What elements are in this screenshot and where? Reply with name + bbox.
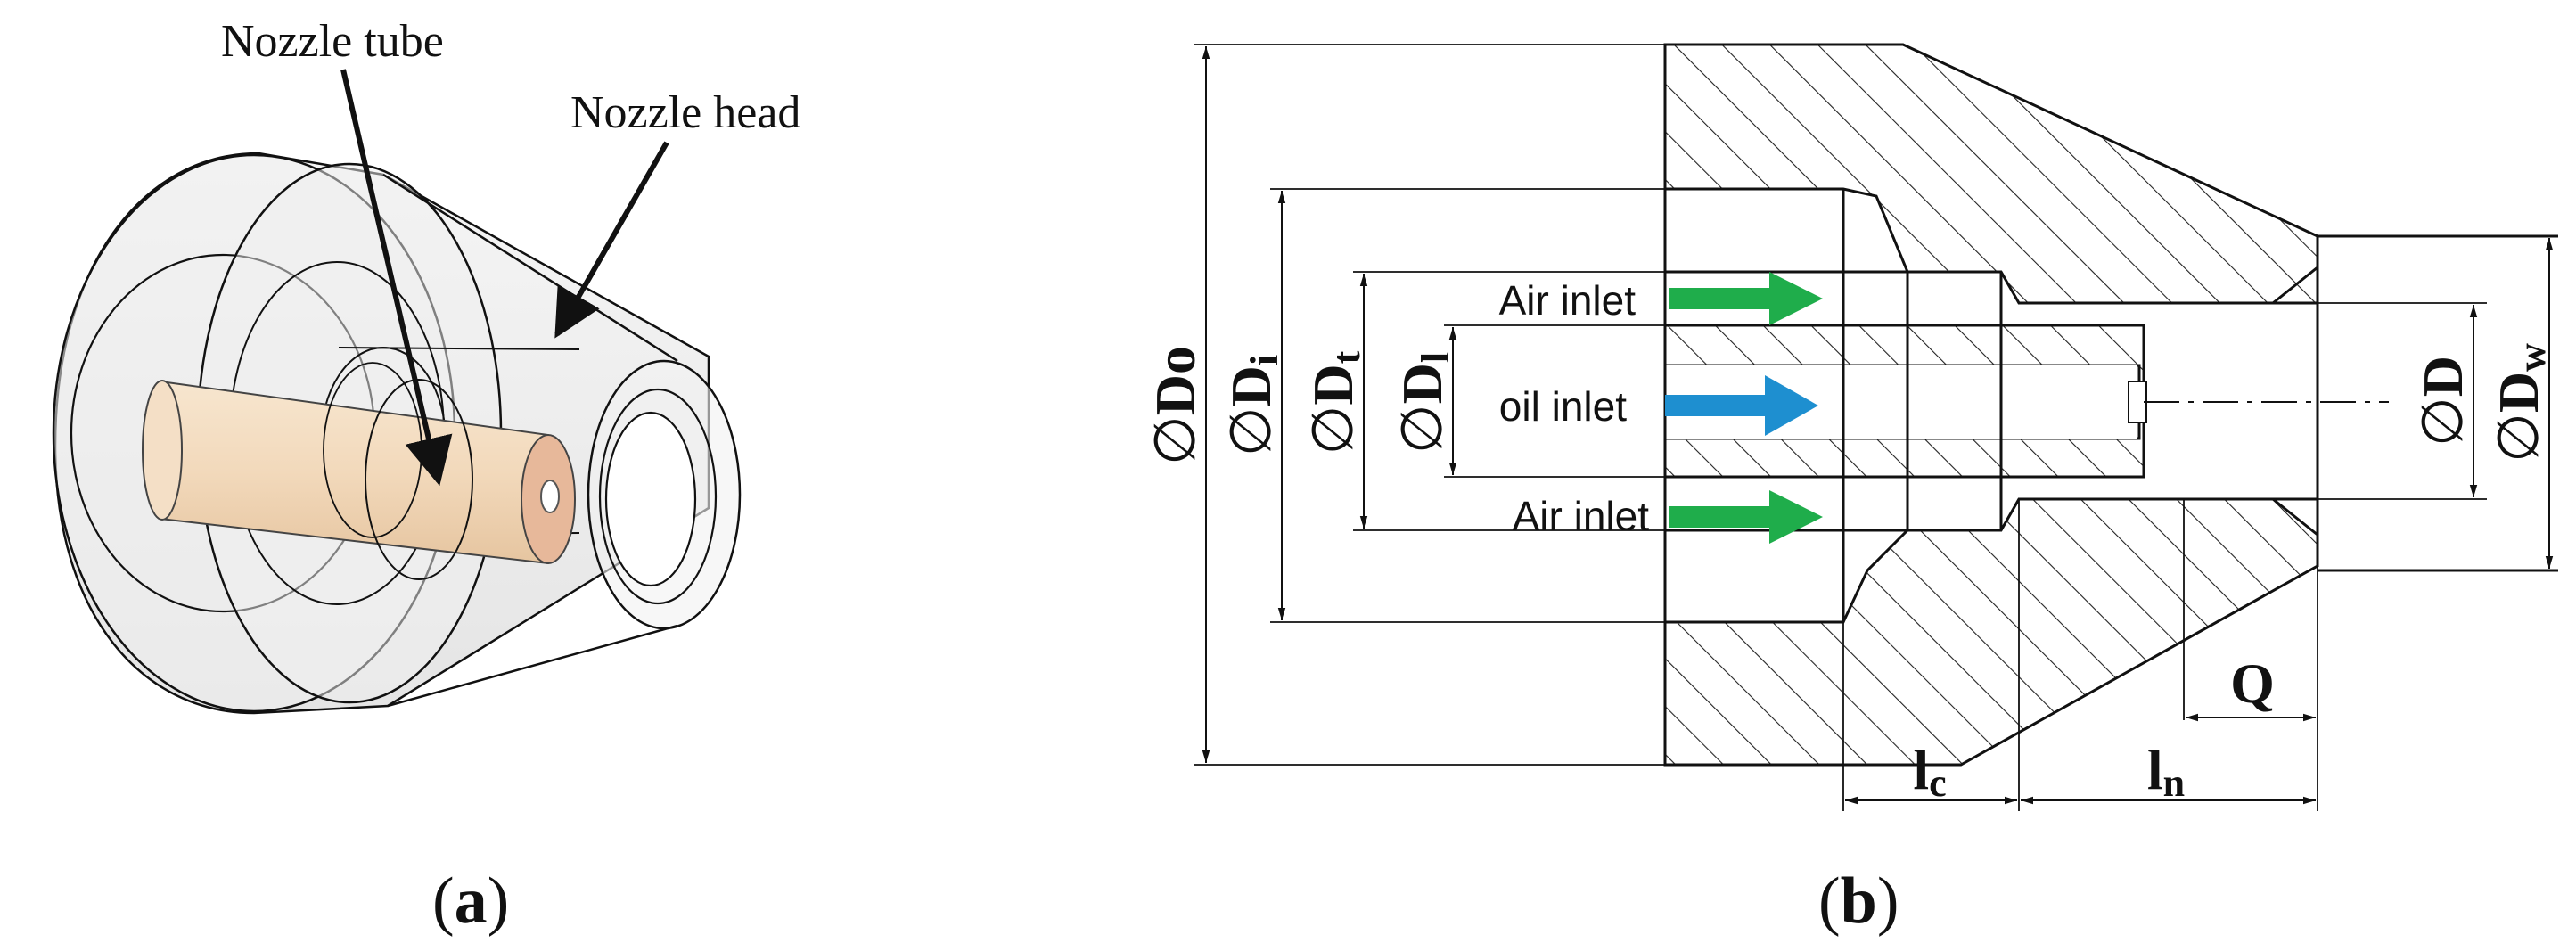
air-inlet-top-label: Air inlet — [1499, 277, 1637, 324]
dim-Do-label: ∅Do — [1144, 346, 1207, 465]
dim-Di-label: ∅Di — [1219, 355, 1286, 456]
dim-Dl-label: ∅Dl — [1391, 352, 1457, 454]
dim-Di-sub: i — [1243, 355, 1286, 365]
dim-D-label: ∅D — [2411, 356, 2474, 447]
dim-D-base: D — [2411, 356, 2474, 397]
air-arrow-bottom — [1669, 490, 1823, 544]
dim-ln-base: l — [2147, 738, 2163, 801]
dim-Do-base: D — [1144, 374, 1207, 415]
lower-section-hatch — [1663, 497, 2319, 767]
dim-Dl-sym: ∅ — [1391, 404, 1454, 454]
dim-Dw-base: D — [2487, 372, 2550, 413]
dim-ln-label: ln — [2147, 738, 2185, 805]
dimension-lines — [1202, 46, 2554, 805]
caption-b: (b) — [1818, 865, 1899, 938]
dim-Do-sym: ∅ — [1144, 415, 1207, 465]
extension-lines — [1194, 44, 2487, 811]
dim-Dt-base: D — [1301, 364, 1365, 405]
dim-lc-label: lc — [1913, 738, 1946, 805]
oil-inlet-label: oil inlet — [1499, 383, 1627, 430]
nozzle-head-label: Nozzle head — [570, 87, 800, 138]
dim-lc-base: l — [1913, 738, 1929, 801]
caption-b-close: ) — [1877, 865, 1899, 938]
nozzle-tube-label: Nozzle tube — [221, 16, 444, 67]
contour-exit-chamfer — [2272, 266, 2318, 537]
dim-Dt-sub: t — [1325, 350, 1368, 364]
air-arrow-top — [1669, 272, 1823, 325]
dim-lc-sub: c — [1929, 761, 1947, 805]
air-inlet-bottom-label: Air inlet — [1513, 493, 1650, 539]
panel-a-nozzle-3d: Nozzle tube Nozzle head — [52, 16, 800, 715]
dim-Dt-label: ∅Dt — [1301, 350, 1368, 455]
nozzle-tube-hole — [540, 480, 560, 513]
nozzle-tube-back-end — [142, 380, 183, 521]
dim-Dw-label: ∅Dw — [2487, 343, 2554, 463]
dim-Di-base: D — [1219, 365, 1283, 406]
dim-Dt-sym: ∅ — [1301, 406, 1365, 455]
oil-arrow — [1665, 375, 1818, 436]
dim-Dw-sub: w — [2510, 343, 2554, 372]
caption-a: (a) — [432, 865, 509, 938]
caption-b-open: ( — [1818, 865, 1841, 938]
dim-D-sym: ∅ — [2411, 397, 2474, 447]
panel-b-section: Air inlet oil inlet Air inlet ∅Do ∅Di ∅D… — [1144, 43, 2558, 811]
dim-ln-sub: n — [2163, 761, 2185, 805]
upper-section-hatch — [1663, 43, 2319, 305]
nozzle-tube-leader — [340, 69, 453, 487]
section-contours — [1663, 45, 2558, 765]
nozzle-tube — [142, 380, 576, 565]
dim-Di-sym: ∅ — [1219, 406, 1283, 456]
dim-Dl-sub: l — [1414, 352, 1457, 363]
cone-outline — [382, 173, 678, 708]
caption-a-open: ( — [432, 865, 455, 938]
exit-mid-ellipse — [598, 388, 718, 605]
exit-inner-ellipse — [604, 411, 697, 587]
caption-a-close: ) — [488, 865, 510, 938]
step-ring-1 — [365, 379, 473, 580]
dim-Dw-sym: ∅ — [2487, 413, 2550, 463]
caption-a-letter: a — [455, 865, 488, 938]
nozzle-head-leader — [554, 141, 669, 339]
dim-Do-sub: o — [1144, 346, 1207, 374]
dim-Dl-base: D — [1391, 363, 1454, 404]
caption-b-letter: b — [1841, 865, 1877, 938]
dim-Q-label: Q — [2230, 652, 2275, 715]
